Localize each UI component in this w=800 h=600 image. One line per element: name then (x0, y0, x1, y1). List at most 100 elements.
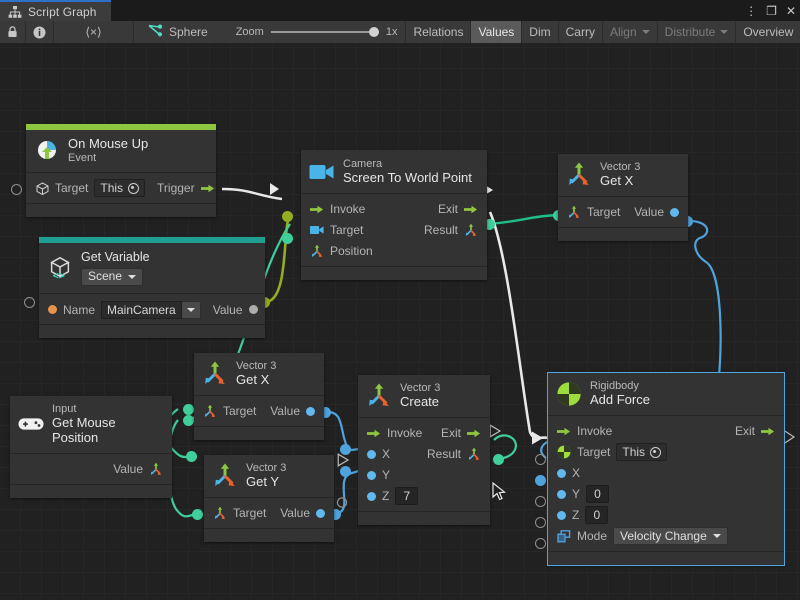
variable-name-field[interactable]: MainCamera (101, 300, 201, 319)
relations-button[interactable]: Relations (406, 21, 472, 43)
node-title: Screen To World Point (343, 169, 472, 185)
edge-port-camera-result[interactable] (484, 219, 495, 230)
target-picker-icon[interactable] (128, 182, 140, 194)
flow-arrow-icon (367, 426, 381, 440)
close-icon[interactable]: ✕ (785, 3, 796, 18)
z-value-field[interactable]: 7 (395, 487, 419, 506)
target-picker-icon[interactable] (650, 446, 662, 458)
chevron-down-icon[interactable] (181, 300, 201, 319)
edge-port-addforce-mode[interactable] (535, 538, 546, 549)
more-options-icon[interactable]: ⋮ (745, 3, 758, 18)
port-row-y[interactable]: Y (358, 465, 490, 486)
distribute-dropdown[interactable]: Distribute (658, 21, 737, 43)
edge-port-input-out-a[interactable] (183, 404, 194, 415)
port-label-target: Target (233, 506, 267, 521)
y-value-field[interactable]: 0 (586, 485, 610, 504)
zoom-slider[interactable] (270, 26, 379, 38)
zoom-control[interactable]: Zoom 1x (218, 21, 407, 43)
edge-port-create-result[interactable] (493, 454, 504, 465)
target-this-field[interactable]: This (616, 443, 668, 462)
edge-arrow-addforce-exit[interactable] (783, 429, 797, 445)
values-button[interactable]: Values (471, 21, 523, 43)
dim-button[interactable]: Dim (522, 21, 559, 43)
port-row-target-value[interactable]: Target Value (558, 202, 688, 223)
node-vector3-create[interactable]: Vector 3 Create Invoke Exit (358, 375, 490, 525)
camera-icon (309, 159, 335, 185)
port-row-z[interactable]: Z 7 (358, 486, 490, 507)
node-screen-to-world-point[interactable]: Camera Screen To World Point Invoke Exit (301, 150, 487, 280)
tab-script-graph[interactable]: Script Graph (0, 0, 111, 21)
port-row-invoke-exit[interactable]: Invoke Exit (548, 421, 784, 442)
edge-port-camera-position[interactable] (282, 233, 293, 244)
port-row-x[interactable]: X (548, 463, 784, 484)
node-vector3-get-x-mid[interactable]: Vector 3 Get X Target Value (194, 353, 324, 440)
port-row-z[interactable]: Z 0 (548, 505, 784, 526)
edge-arrow-camera-invoke[interactable] (270, 183, 279, 195)
port-row-invoke-exit[interactable]: Invoke Exit (358, 423, 490, 444)
align-dropdown[interactable]: Align (603, 21, 658, 43)
node-vector3-get-y-mid[interactable]: Vector 3 Get Y Target Value (204, 455, 334, 542)
edge-port-addforce-target[interactable] (535, 454, 546, 465)
edge-port-create-x[interactable] (340, 444, 351, 455)
edge-port-addforce-x[interactable] (535, 475, 546, 486)
graph-canvas[interactable]: On Mouse Up Event Target This (0, 44, 800, 600)
port-row-target[interactable]: Target This Trigger (26, 178, 216, 199)
port-label-y: Y (572, 487, 581, 502)
mode-value: Velocity Change (620, 529, 707, 544)
edge-arrow-create-exit[interactable] (489, 424, 503, 438)
target-this-field[interactable]: This (94, 179, 146, 198)
port-row-position[interactable]: Position (301, 241, 487, 262)
wire-result-to-getx-target (486, 213, 559, 226)
edge-arrow-addforce-invoke[interactable] (530, 430, 546, 446)
maximize-icon[interactable]: ❐ (766, 3, 777, 18)
relations-label: Relations (413, 25, 464, 39)
port-label-x: X (382, 447, 391, 462)
port-row-target-value[interactable]: Target Value (194, 401, 324, 422)
wire-mouse-to-gety-mid (166, 419, 197, 518)
edge-port-addforce-y[interactable] (535, 496, 546, 507)
port-row-target-value[interactable]: Target Value (204, 503, 334, 524)
port-row-name[interactable]: Name MainCamera Value (39, 299, 265, 320)
z-value-field[interactable]: 0 (585, 506, 609, 525)
edge-port-camera-target[interactable] (282, 211, 293, 222)
code-label: ⟨×⟩ (85, 25, 102, 39)
lock-button[interactable] (0, 21, 26, 43)
edge-port-gety-mid-target[interactable] (192, 509, 203, 520)
target-this-label: This (100, 181, 124, 196)
info-button[interactable] (26, 21, 54, 43)
edge-port-create-z[interactable] (336, 496, 348, 509)
node-input-get-mouse-position[interactable]: Input Get Mouse Position Value (10, 396, 172, 498)
port-row-invoke-exit[interactable]: Invoke Exit (301, 199, 487, 220)
node-header: <> Get Variable Scene (39, 243, 265, 293)
port-row-x-result[interactable]: X Result (358, 444, 490, 465)
edge-port-getx-mid-target[interactable] (186, 451, 197, 462)
edge-port-gety-mid-value[interactable] (330, 509, 341, 520)
source-code-button[interactable]: ⟨×⟩ (54, 21, 134, 43)
node-rigidbody-add-force[interactable]: Rigidbody Add Force Invoke Exit (547, 372, 785, 566)
edge-port-addforce-z[interactable] (535, 517, 546, 528)
edge-port-getx-mid-value[interactable] (320, 407, 331, 418)
edge-port-getvariable-name[interactable] (24, 297, 35, 308)
graph-object-field[interactable]: Sphere (134, 21, 218, 43)
overview-button[interactable]: Overview (736, 21, 800, 43)
port-row-target-result[interactable]: Target Result (301, 220, 487, 241)
node-footer (358, 510, 490, 525)
node-get-variable[interactable]: <> Get Variable Scene Name MainCamera (39, 237, 265, 339)
edge-port-create-y[interactable] (340, 466, 351, 477)
port-row-mode[interactable]: Mode Velocity Change (548, 526, 784, 547)
zoom-slider-knob[interactable] (368, 27, 379, 37)
chevron-down-icon (641, 30, 650, 34)
node-on-mouse-up[interactable]: On Mouse Up Event Target This (26, 124, 216, 217)
edge-arrow-create-invoke[interactable] (337, 453, 351, 467)
port-row-value[interactable]: Value (10, 459, 172, 480)
port-label-position: Position (330, 244, 373, 259)
node-vector3-get-x-top[interactable]: Vector 3 Get X Target Value (558, 154, 688, 241)
carry-button[interactable]: Carry (559, 21, 603, 43)
edge-port-onmouseup-target[interactable] (11, 184, 22, 195)
edge-port-input-value[interactable] (183, 415, 194, 426)
variable-scope-dropdown[interactable]: Scene (81, 268, 144, 287)
graph-icon (8, 5, 22, 19)
mode-dropdown[interactable]: Velocity Change (613, 527, 728, 546)
port-row-target[interactable]: Target This (548, 442, 784, 463)
port-row-y[interactable]: Y 0 (548, 484, 784, 505)
